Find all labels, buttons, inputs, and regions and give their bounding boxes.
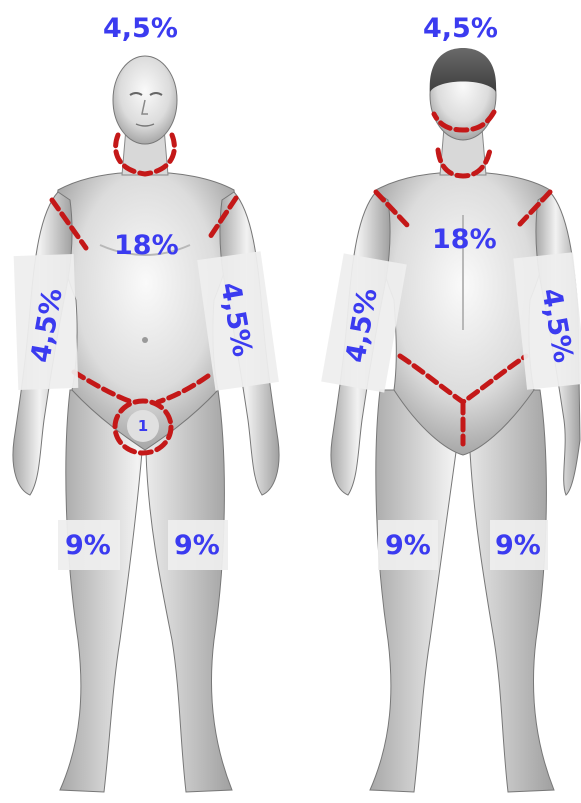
front-right-leg-percentage: 9% bbox=[174, 532, 220, 559]
front-left-leg-percentage: 9% bbox=[65, 532, 111, 559]
front-torso-percentage: 18% bbox=[114, 232, 179, 259]
back-body-figure bbox=[331, 48, 580, 792]
front-head-percentage: 4,5% bbox=[103, 15, 178, 42]
genital-region-badge: 1 bbox=[127, 410, 159, 442]
back-head-percentage: 4,5% bbox=[423, 15, 498, 42]
back-torso-percentage: 18% bbox=[432, 226, 497, 253]
back-right-leg-percentage: 9% bbox=[495, 532, 541, 559]
back-left-leg-percentage: 9% bbox=[385, 532, 431, 559]
